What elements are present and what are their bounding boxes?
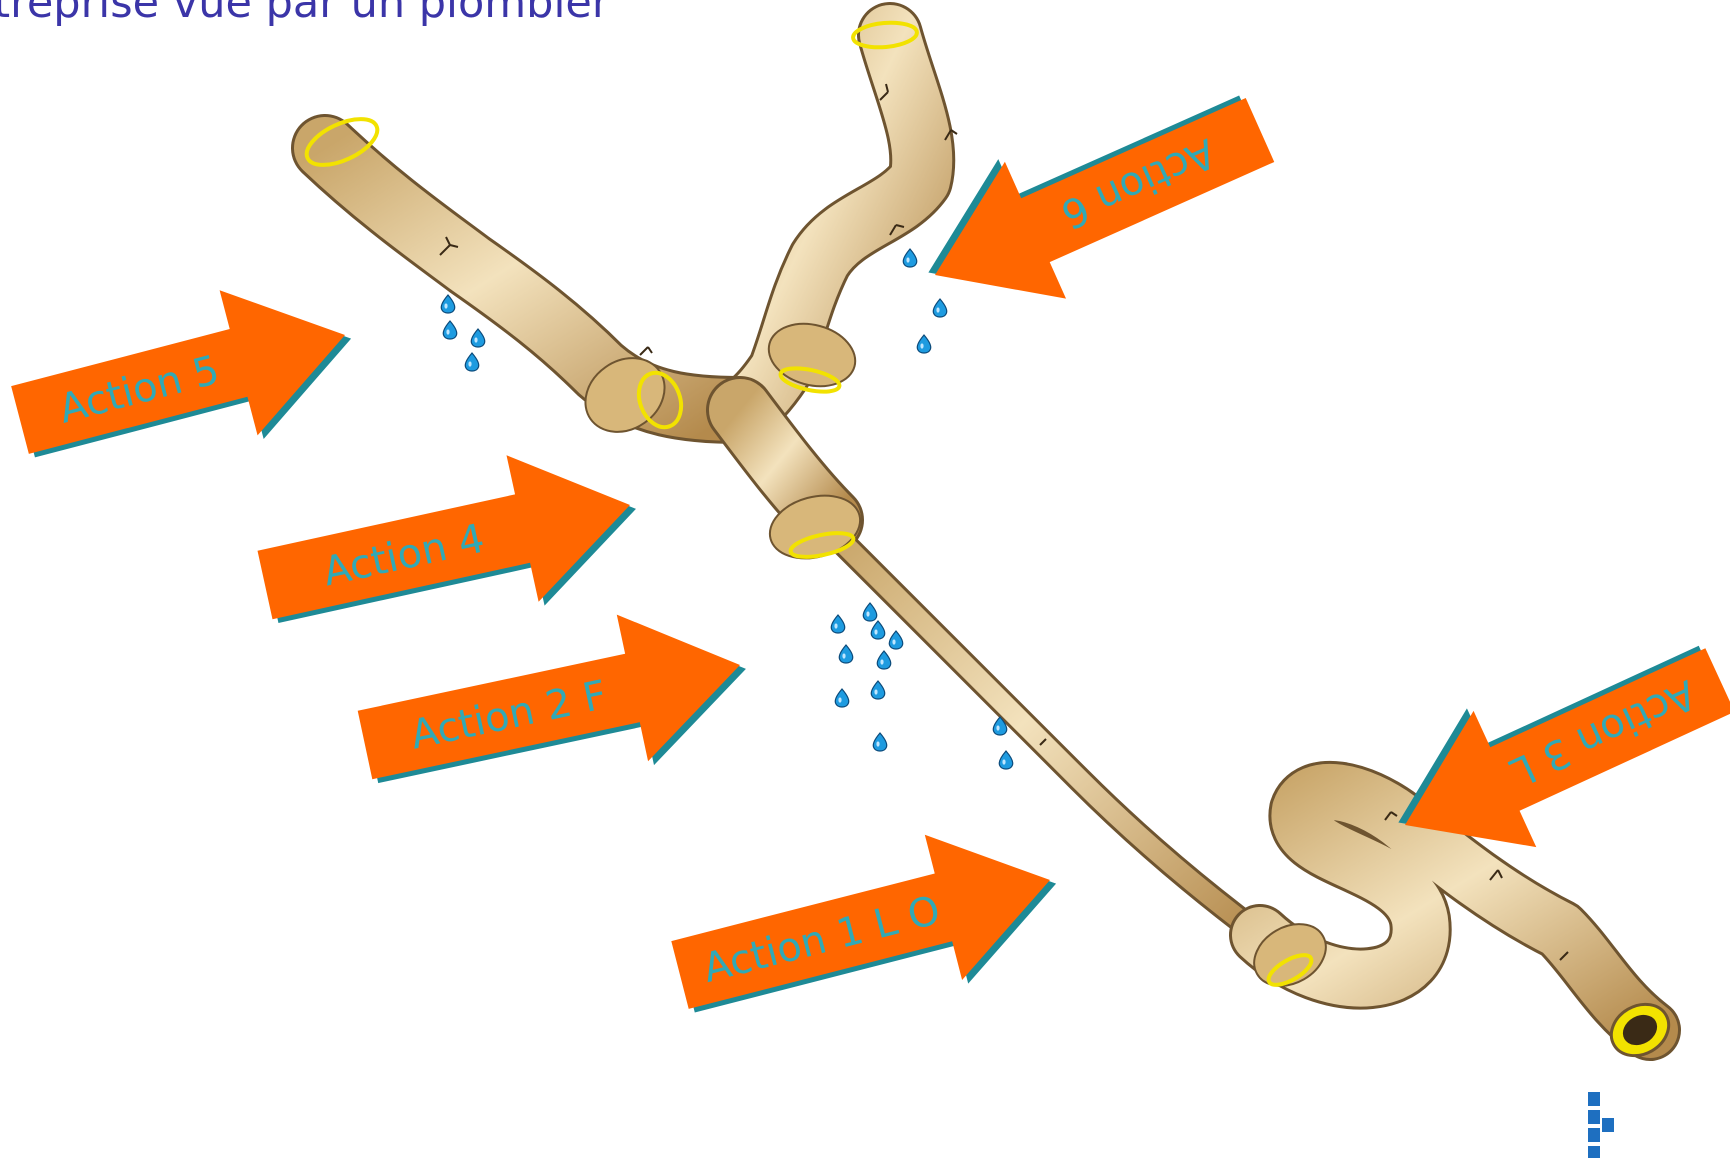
water-drop-icon xyxy=(441,295,455,313)
water-drop-icon xyxy=(873,733,887,751)
water-drop-icon xyxy=(933,299,947,317)
water-drop-icon xyxy=(999,751,1013,769)
water-drop-icon xyxy=(903,249,917,267)
water-drop-icon xyxy=(835,689,849,707)
arrow-icon: Action 5 xyxy=(1,261,370,497)
arrow-icon: Action 6 xyxy=(898,57,1291,346)
water-drop-icon xyxy=(889,631,903,649)
water-drop-icon xyxy=(471,329,485,347)
water-drop-icon xyxy=(831,615,845,633)
arrow-icon: Action 1 L O xyxy=(661,806,1074,1052)
arrow-icon: Action 2 F xyxy=(349,591,761,824)
water-drop-icon xyxy=(465,353,479,371)
water-drop-icon xyxy=(917,335,931,353)
water-drop-icon xyxy=(443,321,457,339)
water-drop-icon xyxy=(871,681,885,699)
water-drop-icon xyxy=(863,603,877,621)
arrow-icon: Action 4 xyxy=(249,431,652,663)
water-tile-icon xyxy=(1588,1092,1614,1158)
water-drop-icon xyxy=(871,621,885,639)
water-drop-icon xyxy=(839,645,853,663)
water-drop-icon xyxy=(877,651,891,669)
